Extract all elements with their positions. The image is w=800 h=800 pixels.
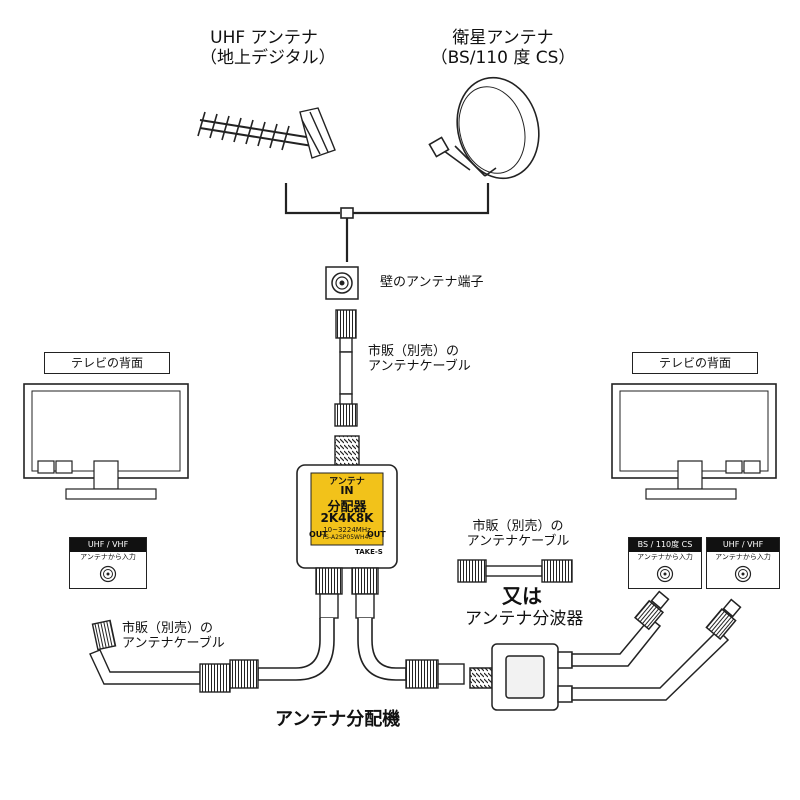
right-cable-label: 市販（別売）の アンテナケーブル <box>462 519 574 550</box>
left-tv-jack-sub: アンテナから入力 <box>80 553 136 561</box>
splitter-frequency: 10~3224MHz <box>323 526 371 534</box>
coax-jack-icon <box>656 565 674 583</box>
left-cable-line2: アンテナケーブル <box>122 635 225 651</box>
left-tv-uhf-jack: UHF / VHF アンテナから入力 <box>69 537 147 589</box>
left-cable-line1: 市販（別売）の <box>122 621 214 636</box>
left-tv-header: テレビの背面 <box>44 352 170 374</box>
splitter-brand: TAKE-S <box>355 548 383 556</box>
wall-terminal-illustration <box>325 266 359 300</box>
right-tv-uhf-jack: UHF / VHF アンテナから入力 <box>706 537 780 589</box>
alt-coax-cable <box>457 559 573 583</box>
splitter-in-label: IN <box>340 484 354 497</box>
left-tv-jack-label: UHF / VHF <box>70 538 146 552</box>
antenna-feed-lines <box>284 183 490 262</box>
satellite-antenna-label: 衛星アンテナ （BS/110 度 CS） <box>428 28 578 68</box>
splitter-input-thread <box>334 435 360 467</box>
top-cable-line2: アンテナケーブル <box>368 358 471 374</box>
top-cable-line1: 市販（別売）の <box>368 344 460 359</box>
diplexer-illustration <box>469 590 742 711</box>
right-tv-illustration <box>611 383 777 500</box>
splitter-output-cables <box>229 567 465 689</box>
splitter-antenna-label: アンテナ <box>329 477 365 487</box>
right-tv-bs-jack-label: BS / 110度 CS <box>629 538 701 552</box>
left-cable-label: 市販（別売）の アンテナケーブル <box>122 621 225 652</box>
right-tv-header: テレビの背面 <box>632 352 758 374</box>
right-tv-uhf-jack-sub: アンテナから入力 <box>715 553 771 561</box>
satellite-dish-illustration <box>428 76 540 180</box>
splitter-out-left: OUT <box>309 530 328 539</box>
right-tv-bs-cs-jack: BS / 110度 CS アンテナから入力 <box>628 537 702 589</box>
or-text: 又は <box>502 584 542 608</box>
splitter-out-right: OUT <box>367 530 386 539</box>
satellite-antenna-subtitle: （BS/110 度 CS） <box>430 47 576 68</box>
coax-jack-icon <box>734 565 752 583</box>
wall-terminal-label: 壁のアンテナ端子 <box>380 275 484 290</box>
right-cable-line2: アンテナケーブル <box>466 533 570 549</box>
top-cable-label: 市販（別売）の アンテナケーブル <box>368 344 471 375</box>
top-coax-cable <box>334 309 358 427</box>
splitter-spec: 2K4K8K <box>320 511 374 525</box>
left-tv-illustration <box>23 383 189 500</box>
coax-jack-icon <box>99 565 117 583</box>
uhf-antenna-title: UHF アンテナ <box>210 28 318 48</box>
splitter-caption: アンテナ分配機 <box>275 709 401 730</box>
splitter-body <box>296 464 398 569</box>
diplexer-label: アンテナ分波器 <box>465 609 584 629</box>
left-coax-cable <box>89 619 231 693</box>
right-tv-bs-jack-sub: アンテナから入力 <box>637 553 693 561</box>
uhf-antenna-illustration <box>197 107 336 159</box>
uhf-antenna-label: UHF アンテナ （地上デジタル） <box>200 28 336 68</box>
splitter-name: 分配器 <box>327 500 367 515</box>
right-cable-line1: 市販（別売）の <box>472 519 564 534</box>
splitter-model: TS-A2SP05WH4C <box>321 534 373 541</box>
right-tv-uhf-jack-label: UHF / VHF <box>707 538 779 552</box>
satellite-antenna-title: 衛星アンテナ <box>452 28 554 48</box>
uhf-antenna-subtitle: （地上デジタル） <box>200 47 336 68</box>
